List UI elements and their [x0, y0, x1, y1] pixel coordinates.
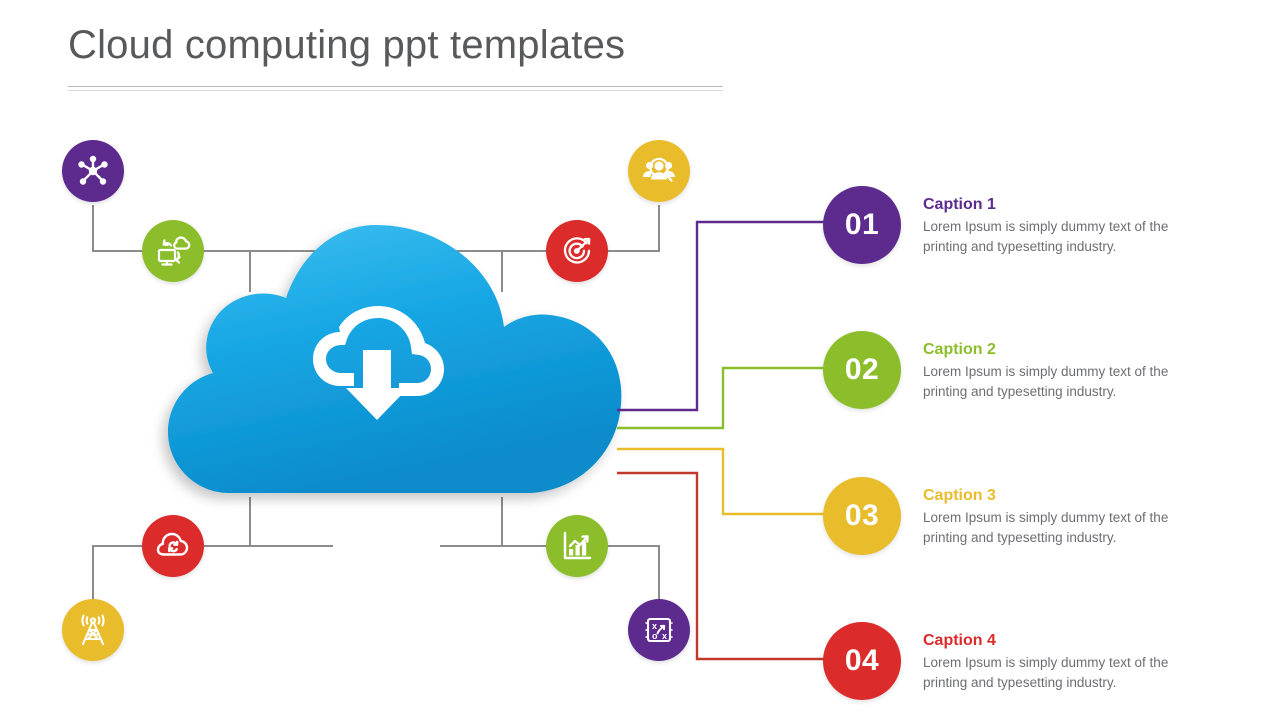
- strategy-board-icon: x o x: [643, 614, 675, 646]
- caption-text-block: Caption 2 Lorem Ipsum is simply dummy te…: [923, 339, 1195, 402]
- cloud-shape: [168, 225, 622, 493]
- caption-body: Lorem Ipsum is simply dummy text of the …: [923, 219, 1169, 254]
- caption-title: Caption 3: [923, 486, 996, 504]
- cloud-download-icon: [313, 306, 444, 420]
- caption-body: Lorem Ipsum is simply dummy text of the …: [923, 655, 1169, 690]
- icon-node-broadcast-tower[interactable]: [62, 599, 124, 661]
- caption-text-block: Caption 1 Lorem Ipsum is simply dummy te…: [923, 194, 1195, 257]
- icon-node-network-hub[interactable]: [62, 140, 124, 202]
- target-dart-icon: [560, 234, 594, 268]
- user-group-search-icon: [641, 155, 677, 187]
- icon-node-bar-chart-growth[interactable]: [546, 515, 608, 577]
- caption-body: Lorem Ipsum is simply dummy text of the …: [923, 364, 1169, 399]
- connector-caption-02: [617, 366, 828, 430]
- caption-body: Lorem Ipsum is simply dummy text of the …: [923, 510, 1169, 545]
- caption-number-badge: 04: [823, 622, 901, 700]
- svg-text:x: x: [652, 621, 657, 631]
- icon-node-target-dart[interactable]: [546, 220, 608, 282]
- icon-node-cloud-refresh[interactable]: [142, 515, 204, 577]
- svg-text:x: x: [662, 631, 667, 641]
- caption-text-block: Caption 3 Lorem Ipsum is simply dummy te…: [923, 485, 1195, 548]
- cloud-refresh-icon: [155, 531, 191, 561]
- title-block: Cloud computing ppt templates: [68, 22, 728, 91]
- caption-row-01[interactable]: 01 Caption 1 Lorem Ipsum is simply dummy…: [823, 184, 1223, 266]
- caption-row-02[interactable]: 02 Caption 2 Lorem Ipsum is simply dummy…: [823, 329, 1223, 411]
- connector-caption-04: [617, 471, 828, 661]
- caption-row-03[interactable]: 03 Caption 3 Lorem Ipsum is simply dummy…: [823, 475, 1223, 557]
- caption-title: Caption 4: [923, 631, 996, 649]
- title-divider: [68, 86, 723, 91]
- icon-node-user-group-search[interactable]: [628, 140, 690, 202]
- caption-number-badge: 02: [823, 331, 901, 409]
- desktop-cloud-sync-icon: [155, 234, 191, 268]
- caption-number-badge: 03: [823, 477, 901, 555]
- connector-gray-bottom-right: [440, 497, 660, 634]
- icon-node-strategy-board[interactable]: x o x: [628, 599, 690, 661]
- icon-node-desktop-cloud-sync[interactable]: [142, 220, 204, 282]
- caption-number-badge: 01: [823, 186, 901, 264]
- svg-text:o: o: [652, 631, 658, 641]
- network-hub-icon: [76, 154, 110, 188]
- page-title: Cloud computing ppt templates: [68, 23, 626, 67]
- caption-text-block: Caption 4 Lorem Ipsum is simply dummy te…: [923, 630, 1195, 693]
- connector-caption-03: [617, 447, 828, 516]
- caption-row-04[interactable]: 04 Caption 4 Lorem Ipsum is simply dummy…: [823, 620, 1223, 702]
- connector-caption-01: [617, 220, 828, 412]
- bar-chart-growth-icon: [561, 530, 593, 562]
- broadcast-tower-icon: [76, 613, 110, 647]
- caption-title: Caption 2: [923, 340, 996, 358]
- connector-gray-bottom-left: [92, 497, 333, 634]
- caption-title: Caption 1: [923, 195, 996, 213]
